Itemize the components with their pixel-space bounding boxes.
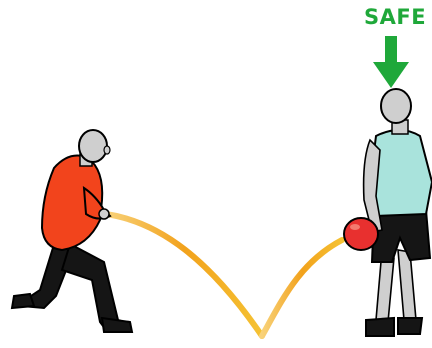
safe-label: SAFE [364, 5, 426, 29]
ball [344, 218, 378, 250]
standing-receiver-figure [364, 89, 432, 336]
bounce-trajectory [106, 214, 342, 336]
down-arrow-icon [373, 36, 409, 88]
kneeling-thrower-figure [12, 130, 132, 332]
